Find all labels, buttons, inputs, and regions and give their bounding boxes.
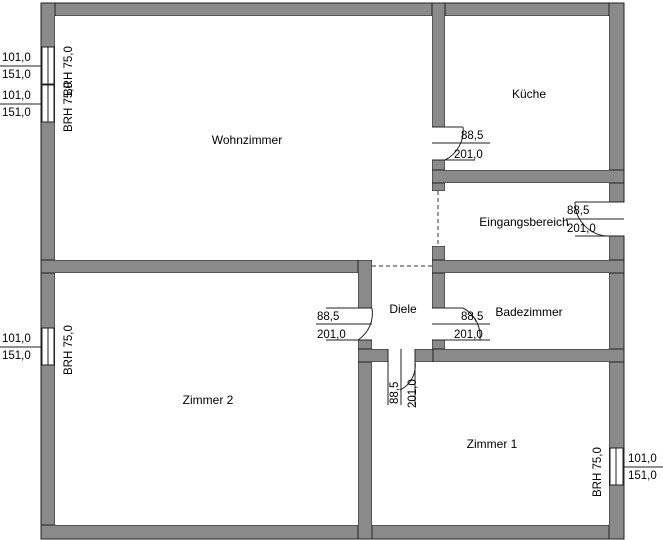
wall-bath-bottom	[419, 348, 625, 363]
window-height-label: 151,0	[628, 470, 657, 482]
room-label-kueche: Küche	[512, 87, 546, 101]
wall-living-bottom	[40, 259, 373, 274]
floor-bad	[445, 273, 609, 349]
wall-diele-left-lower	[357, 339, 373, 540]
door-kueche-swing	[432, 126, 475, 161]
door-bad-swing	[432, 307, 490, 341]
window-sill-label: BRH 75,0	[63, 82, 75, 132]
room-label-zimmer1: Zimmer 1	[467, 437, 518, 451]
door-height-label: 201,0	[407, 379, 419, 408]
room-label-eingangsbereich: Eingangsbereich	[479, 215, 568, 229]
window-sill-label: BRH 75,0	[63, 46, 75, 96]
floor-zimmer2	[55, 273, 358, 525]
window-width-label: 101,0	[628, 453, 657, 465]
door-width-label: 88,5	[389, 382, 401, 404]
window-width-label: 101,0	[2, 90, 31, 102]
floor-diele	[372, 260, 432, 349]
floor-kueche	[445, 16, 609, 170]
wall-outer-right-lower	[608, 235, 625, 540]
wall-diele-bottom-left	[357, 348, 389, 363]
window-height-label: 151,0	[2, 69, 31, 81]
room-label-diele: Diele	[389, 302, 417, 316]
room-label-badezimmer: Badezimmer	[495, 305, 562, 319]
wall-diele-left-upper	[357, 259, 373, 309]
door-height-label: 201,0	[567, 223, 596, 235]
window-height-label: 151,0	[2, 350, 31, 362]
wall-kitchen-bottom	[431, 169, 625, 184]
door-wohn-diele-swing	[326, 307, 373, 341]
open-passages	[372, 191, 439, 267]
floor-wohnzimmer	[55, 16, 432, 260]
room-label-wohnzimmer: Wohnzimmer	[212, 133, 282, 147]
door-width-label: 88,5	[461, 311, 483, 323]
door-height-label: 201,0	[317, 329, 346, 341]
floor-zimmer1	[372, 362, 609, 525]
door-width-label: 88,5	[567, 205, 589, 217]
window-width-label: 101,0	[2, 333, 31, 345]
windows	[41, 46, 624, 486]
wall-bath-left-upper	[431, 245, 446, 309]
floor-eingang-passage	[432, 191, 445, 246]
room-labels: Wohnzimmer Küche Eingangsbereich Diele B…	[183, 87, 569, 451]
door-height-label: 201,0	[454, 149, 483, 161]
door-width-label: 88,5	[461, 130, 483, 142]
window-width-label: 101,0	[2, 52, 31, 64]
doors	[316, 126, 624, 405]
window-sill-label: BRH 75,0	[63, 325, 75, 375]
door-width-label: 88,5	[317, 311, 339, 323]
door-labels: 88,5 201,0 88,5 201,0 88,5 201,0 88,5 20…	[317, 130, 596, 408]
room-label-zimmer2: Zimmer 2	[183, 393, 234, 407]
wall-kitchen-left-upper	[431, 2, 446, 128]
wall-outer-bottom	[40, 524, 625, 540]
wall-diele-bottom-right	[414, 348, 434, 363]
window-labels: 101,0 151,0 BRH 75,0 101,0 151,0 BRH 75,…	[2, 46, 657, 497]
window-sill-label: BRH 75,0	[592, 447, 604, 497]
wall-outer-top	[40, 2, 625, 17]
window-height-label: 151,0	[2, 107, 31, 119]
window-dim-lines	[0, 65, 663, 468]
wall-bath-top	[431, 259, 625, 274]
door-eingang-swing	[574, 201, 624, 237]
door-height-label: 201,0	[454, 329, 483, 341]
door-zimmer1-swing	[387, 349, 416, 405]
room-floors	[55, 16, 609, 525]
